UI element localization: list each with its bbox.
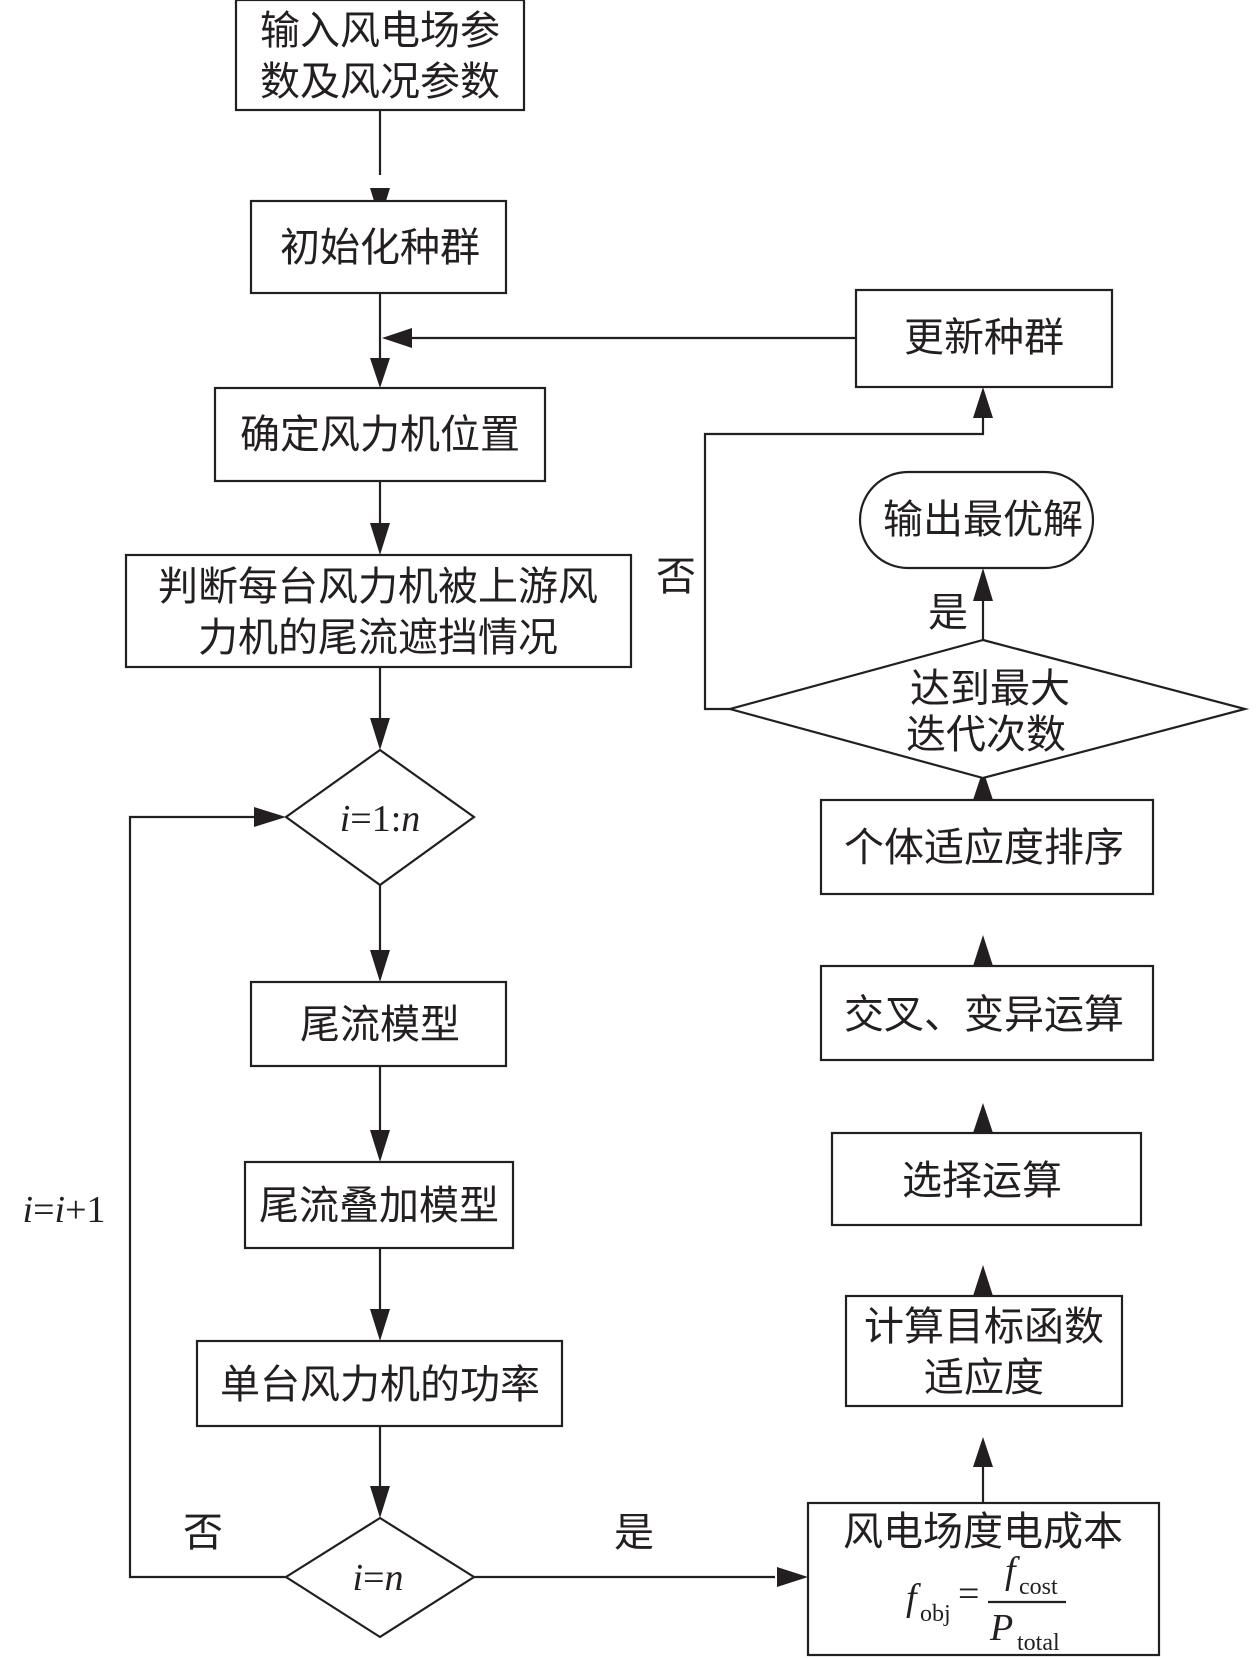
formula-denominator-sub: total — [1017, 1630, 1060, 1656]
cost-node: 风电场度电成本 f obj = f cost P total — [806, 1501, 1161, 1657]
no-update-label: 否 — [656, 554, 696, 600]
sorting-node: 个体适应度排序 — [819, 798, 1155, 896]
wake-model-label: 尾流模型 — [300, 1002, 460, 1048]
increment-label: i=i+1 — [23, 1189, 106, 1231]
wake-shading-node: 判断每台风力机被上游风 力机的尾流遮挡情况 — [124, 553, 633, 669]
yes-cost-label: 是 — [614, 1510, 654, 1556]
formula-denominator: P — [989, 1607, 1013, 1649]
edge-labels: i=i+1 否 是 是 否 — [23, 554, 969, 1556]
end-decision-node: i=n — [283, 1516, 477, 1639]
turbine-position-node: 确定风力机位置 — [213, 386, 547, 483]
input-params-line-1: 输入风电场参 — [260, 8, 500, 54]
output-label: 输出最优解 — [883, 497, 1083, 543]
selection-label: 选择运算 — [902, 1158, 1062, 1204]
loop-decision-label: i=1:n — [340, 798, 421, 840]
cost-title: 风电场度电成本 — [843, 1509, 1123, 1555]
init-population-label: 初始化种群 — [280, 225, 480, 271]
max-iter-node: 达到最大 迭代次数 — [725, 638, 1250, 780]
formula-lhs-sub: obj — [920, 1601, 951, 1627]
selection-node: 选择运算 — [830, 1131, 1143, 1227]
yes-output-label: 是 — [928, 590, 968, 636]
max-iter-line-2: 迭代次数 — [906, 712, 1066, 758]
wake-superposition-node: 尾流叠加模型 — [243, 1160, 515, 1250]
wake-shading-line-1: 判断每台风力机被上游风 — [158, 564, 598, 610]
single-power-label: 单台风力机的功率 — [220, 1362, 540, 1408]
wake-model-node: 尾流模型 — [249, 980, 508, 1068]
output-node: 输出最优解 — [858, 470, 1095, 570]
end-decision-label: i=n — [353, 1557, 404, 1599]
no-loop-label: 否 — [183, 1510, 223, 1556]
wake-shading-line-2: 力机的尾流遮挡情况 — [198, 615, 558, 661]
crossover-node: 交叉、变异运算 — [819, 964, 1155, 1062]
max-iter-line-1: 达到最大 — [910, 666, 1070, 712]
init-population-node: 初始化种群 — [249, 199, 508, 295]
update-population-label: 更新种群 — [904, 315, 1064, 361]
formula-equals: = — [958, 1573, 979, 1615]
crossover-label: 交叉、变异运算 — [844, 992, 1124, 1038]
wake-superposition-label: 尾流叠加模型 — [259, 1183, 499, 1229]
formula-numerator-sub: cost — [1019, 1574, 1058, 1600]
update-population-node: 更新种群 — [854, 288, 1114, 389]
loop-decision-node: i=1:n — [284, 748, 476, 887]
single-power-node: 单台风力机的功率 — [195, 1339, 564, 1428]
fitness-line-1: 计算目标函数 — [864, 1304, 1104, 1350]
sorting-label: 个体适应度排序 — [844, 825, 1124, 871]
fitness-node: 计算目标函数 适应度 — [844, 1294, 1124, 1408]
input-params-line-2: 数及风况参数 — [260, 59, 500, 105]
turbine-position-label: 确定风力机位置 — [240, 412, 520, 458]
input-params-node: 输入风电场参 数及风况参数 — [234, 0, 526, 112]
cost-formula: f obj = f cost P total — [906, 1550, 1066, 1656]
fitness-line-2: 适应度 — [924, 1355, 1044, 1401]
